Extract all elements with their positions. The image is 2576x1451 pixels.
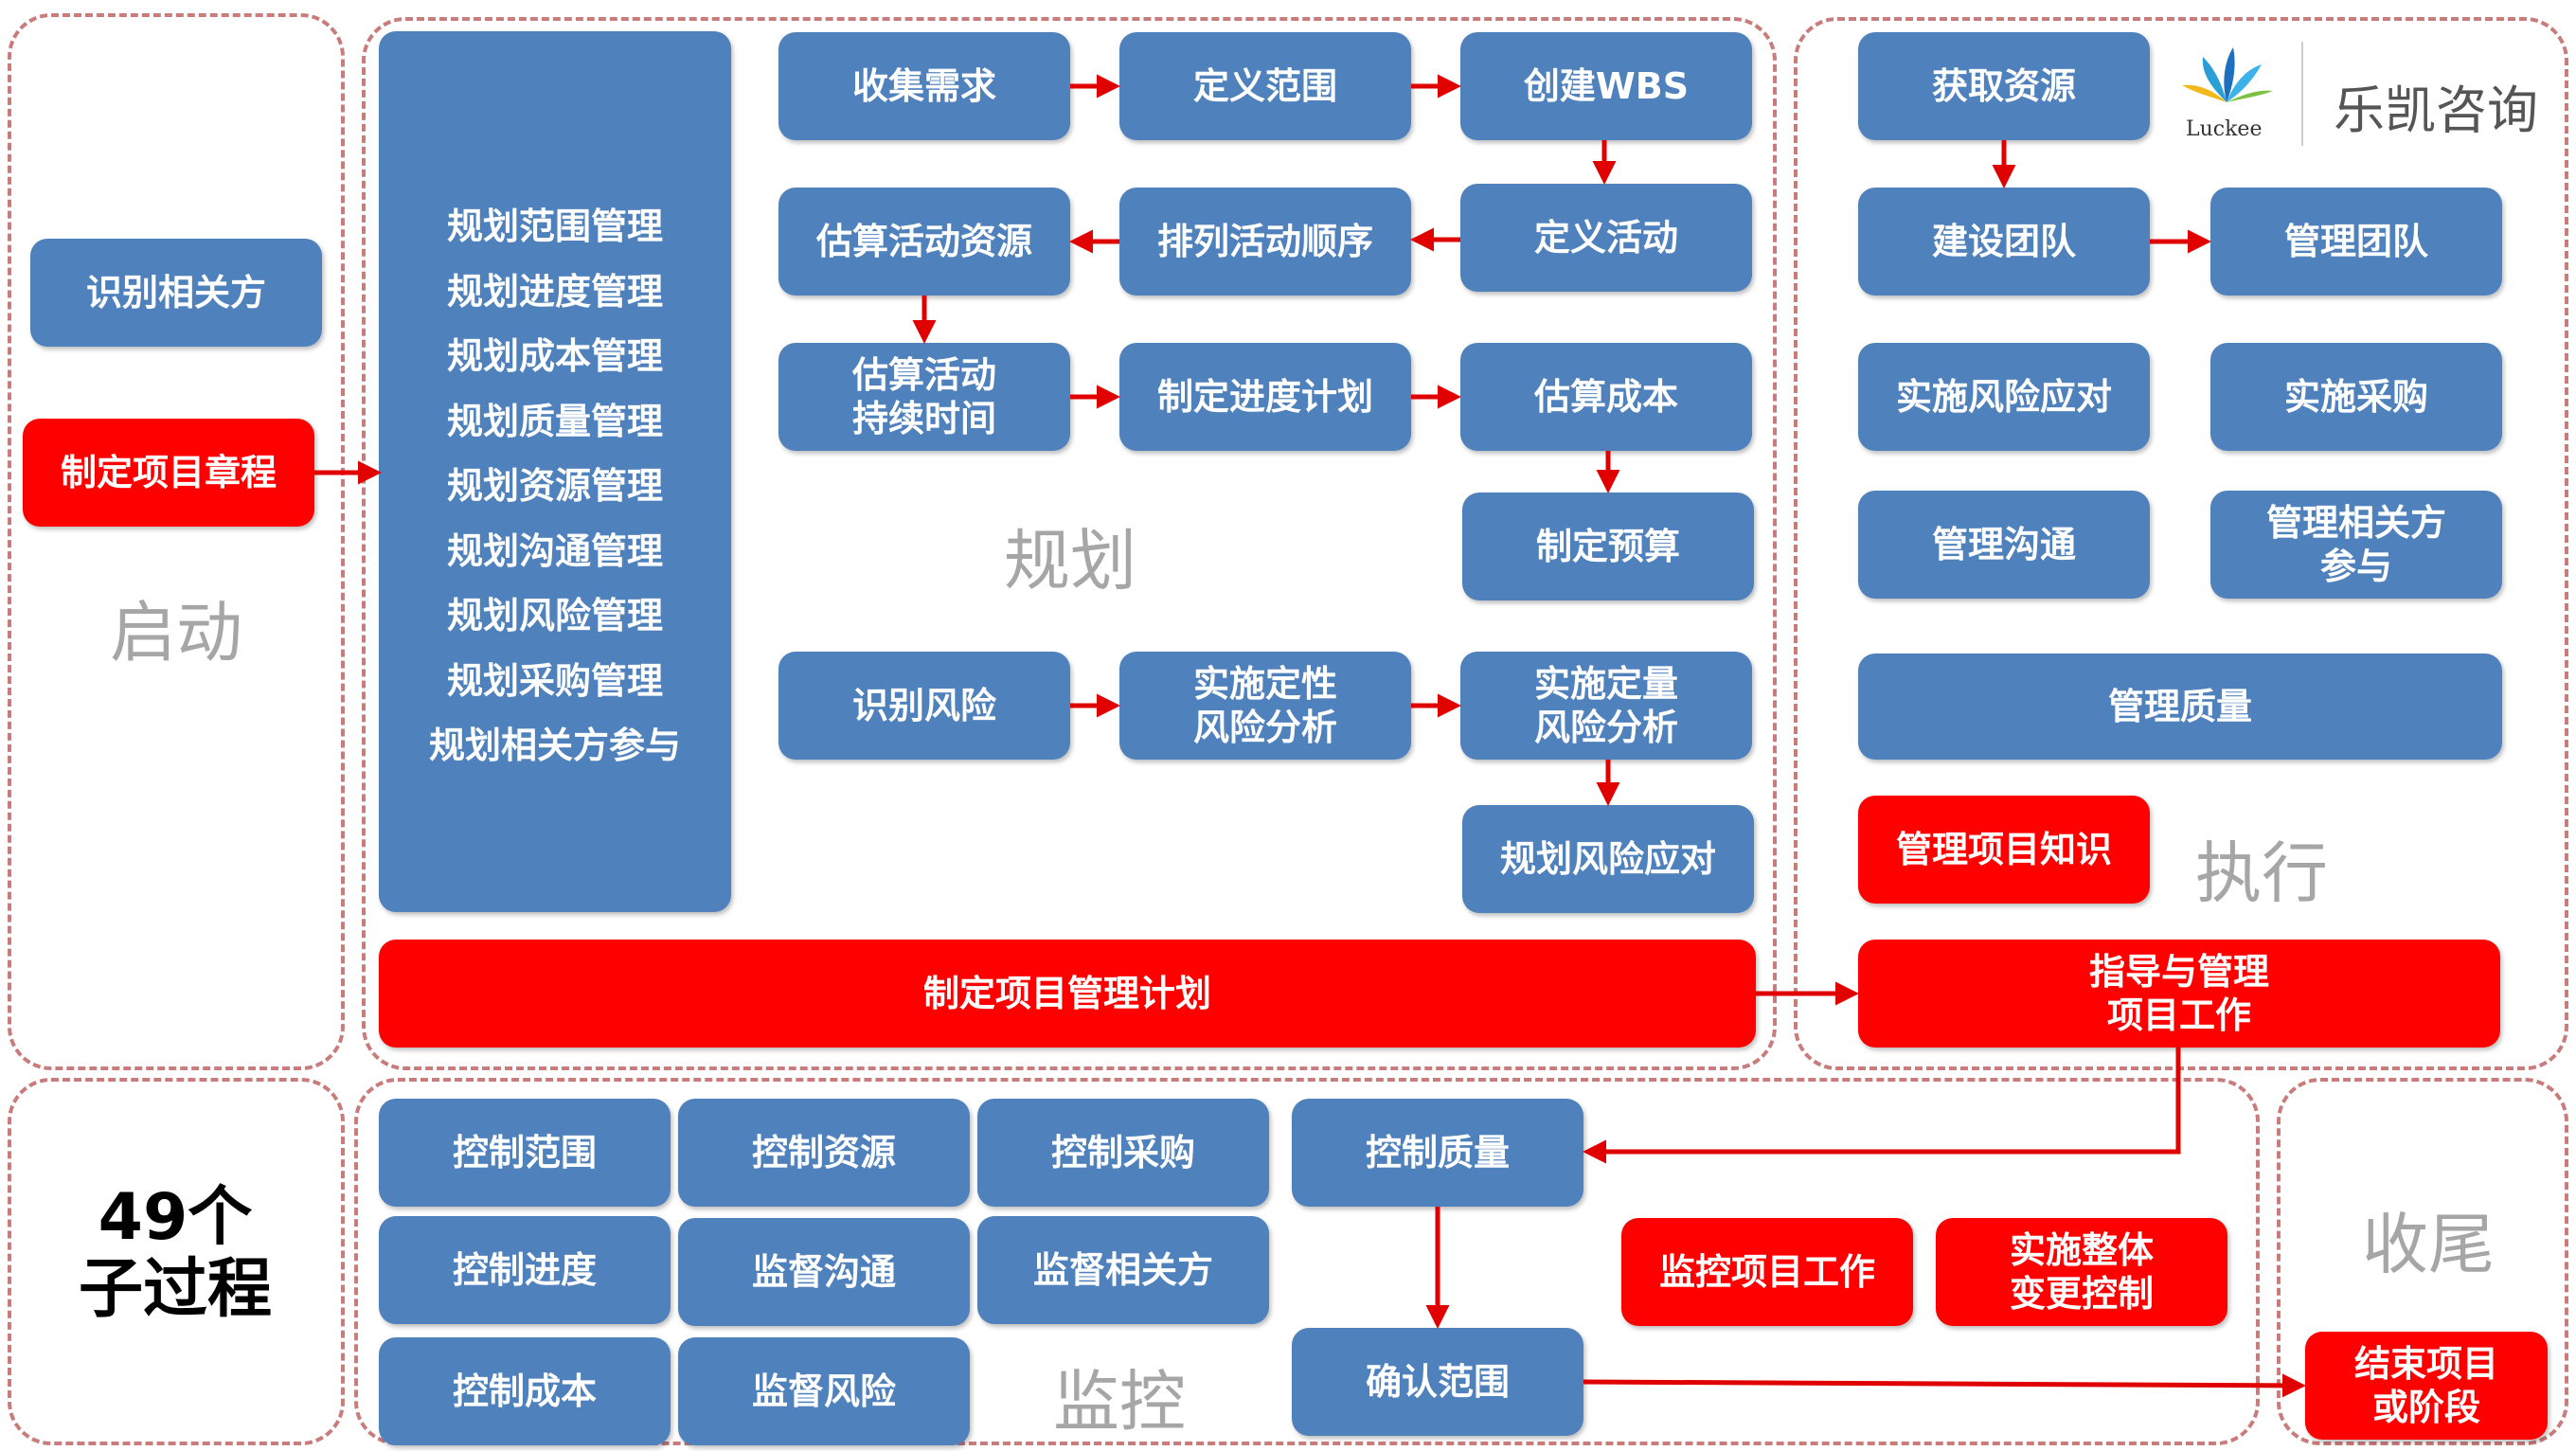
executing-zone — [1794, 17, 2568, 1070]
process-define-activities[interactable]: 定义活动 — [1460, 184, 1752, 292]
process-manage-stakeholder-engagement[interactable]: 管理相关方 参与 — [2210, 491, 2502, 599]
process-identify-stakeholders[interactable]: 识别相关方 — [30, 239, 322, 347]
process-define-scope[interactable]: 定义范围 — [1119, 32, 1411, 140]
list-item[interactable]: 规划范围管理 — [446, 206, 663, 247]
monitoring-zone — [354, 1078, 2260, 1445]
logo-divider — [2301, 42, 2303, 146]
summary-zone — [8, 1078, 345, 1445]
logo-brand-text: 乐凯咨询 — [2334, 81, 2538, 140]
process-integrated-change-control[interactable]: 实施整体 变更控制 — [1936, 1218, 2227, 1326]
process-manage-communications[interactable]: 管理沟通 — [1858, 491, 2150, 599]
process-plan-risk-responses[interactable]: 规划风险应对 — [1462, 805, 1754, 913]
process-conduct-procurements[interactable]: 实施采购 — [2210, 343, 2502, 451]
process-control-quality[interactable]: 控制质量 — [1292, 1099, 1583, 1207]
process-identify-risks[interactable]: 识别风险 — [778, 652, 1070, 760]
monitoring-label: 监控 — [1053, 1363, 1186, 1441]
initiating-label: 启动 — [110, 594, 242, 672]
planning-list-items: 规划范围管理 规划进度管理 规划成本管理 规划质量管理 规划资源管理 规划沟通管… — [379, 194, 731, 779]
process-determine-budget[interactable]: 制定预算 — [1462, 493, 1754, 600]
list-item[interactable]: 规划沟通管理 — [446, 529, 663, 572]
process-manage-team[interactable]: 管理团队 — [2210, 188, 2502, 296]
luckee-logo-icon — [2182, 47, 2273, 102]
initiating-zone — [8, 13, 345, 1070]
executing-label: 执行 — [2195, 834, 2328, 912]
process-monitor-communications[interactable]: 监督沟通 — [678, 1218, 970, 1326]
arrow-direct-to-control-quality — [1583, 1048, 2181, 1164]
list-item[interactable]: 规划风险管理 — [446, 595, 663, 636]
planning-zone — [362, 17, 1777, 1070]
process-control-schedule[interactable]: 控制进度 — [379, 1216, 671, 1324]
process-develop-schedule[interactable]: 制定进度计划 — [1119, 343, 1411, 451]
process-sequence-activities[interactable]: 排列活动顺序 — [1119, 188, 1411, 296]
process-manage-knowledge[interactable]: 管理项目知识 — [1858, 796, 2150, 904]
process-control-procurements[interactable]: 控制采购 — [977, 1099, 1269, 1207]
process-direct-manage-work[interactable]: 指导与管理 项目工作 — [1858, 940, 2500, 1048]
process-monitor-stakeholders[interactable]: 监督相关方 — [977, 1216, 1269, 1324]
process-control-costs[interactable]: 控制成本 — [379, 1337, 671, 1445]
list-item[interactable]: 规划资源管理 — [446, 465, 663, 507]
process-develop-team[interactable]: 建设团队 — [1858, 188, 2150, 296]
logo-sub-text: Luckee — [2186, 117, 2263, 141]
process-manage-quality[interactable]: 管理质量 — [1858, 654, 2502, 760]
process-implement-risk-responses[interactable]: 实施风险应对 — [1858, 343, 2150, 451]
planning-management-list: 规划范围管理 规划进度管理 规划成本管理 规划质量管理 规划资源管理 规划沟通管… — [379, 31, 731, 912]
process-acquire-resources[interactable]: 获取资源 — [1858, 32, 2150, 140]
process-create-wbs[interactable]: 创建WBS — [1460, 32, 1752, 140]
list-item[interactable]: 规划成本管理 — [446, 335, 663, 377]
arrow-validate-to-close — [1583, 1373, 2306, 1398]
process-validate-scope[interactable]: 确认范围 — [1292, 1328, 1583, 1436]
closing-label: 收尾 — [2362, 1206, 2495, 1283]
process-close-project[interactable]: 结束项目 或阶段 — [2305, 1332, 2548, 1440]
list-item[interactable]: 规划质量管理 — [446, 400, 663, 442]
process-qualitative-risk[interactable]: 实施定性 风险分析 — [1119, 652, 1411, 760]
process-estimate-costs[interactable]: 估算成本 — [1460, 343, 1752, 451]
process-collect-requirements[interactable]: 收集需求 — [778, 32, 1070, 140]
process-develop-charter[interactable]: 制定项目章程 — [23, 419, 314, 527]
process-control-scope[interactable]: 控制范围 — [379, 1099, 671, 1207]
process-estimate-durations[interactable]: 估算活动 持续时间 — [778, 343, 1070, 451]
process-develop-pm-plan[interactable]: 制定项目管理计划 — [379, 940, 1756, 1048]
planning-label: 规划 — [1004, 522, 1136, 600]
closing-zone — [2277, 1078, 2568, 1445]
process-estimate-resources[interactable]: 估算活动资源 — [778, 188, 1070, 296]
list-item[interactable]: 规划相关方参与 — [428, 725, 681, 766]
subprocess-count: 49个 子过程 — [78, 1180, 272, 1328]
process-monitor-control-work[interactable]: 监控项目工作 — [1621, 1218, 1913, 1326]
list-item[interactable]: 规划进度管理 — [446, 270, 663, 313]
process-quantitative-risk[interactable]: 实施定量 风险分析 — [1460, 652, 1752, 760]
process-monitor-risks[interactable]: 监督风险 — [678, 1337, 970, 1445]
list-item[interactable]: 规划采购管理 — [446, 659, 663, 702]
process-control-resources[interactable]: 控制资源 — [678, 1099, 970, 1207]
